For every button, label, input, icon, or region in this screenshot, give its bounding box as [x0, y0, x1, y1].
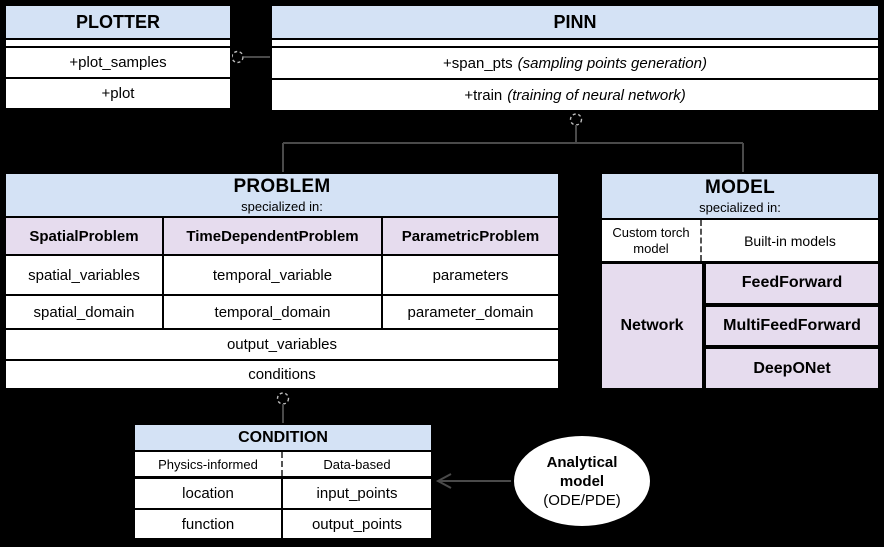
condition-row-2: function output_points — [135, 508, 431, 538]
time-dependent-problem-header: TimeDependentProblem — [164, 218, 383, 254]
method-name: +train — [464, 86, 503, 104]
spatial-problem-header: SpatialProblem — [6, 218, 164, 254]
temporal-variable-cell: temporal_variable — [164, 256, 383, 294]
condition-kind-row: Physics-informed Data-based — [135, 452, 431, 479]
pinn-class-box: PINN +span_pts (sampling points generati… — [270, 4, 880, 112]
feedforward-cell: FeedForward — [706, 264, 878, 303]
model-kind-row: Custom torch model Built-in models — [602, 220, 878, 264]
parameter-domain-cell: parameter_domain — [383, 296, 558, 328]
built-in-models-list: FeedForward MultiFeedForward DeepONet — [706, 264, 878, 389]
analytical-line-2: model — [559, 472, 605, 490]
pinn-title: PINN — [272, 6, 878, 40]
pinn-link-handle-icon — [569, 113, 583, 126]
spatial-variables-cell: spatial_variables — [6, 256, 164, 294]
input-points-cell: input_points — [283, 479, 431, 508]
parametric-problem-header: ParametricProblem — [383, 218, 558, 254]
plotter-method-plot: +plot — [6, 77, 230, 108]
model-lower-grid: Network FeedForward MultiFeedForward Dee… — [602, 264, 878, 389]
model-subtitle: specialized in: — [699, 200, 781, 215]
pinn-method-train: +train (training of neural network) — [272, 78, 878, 110]
analytical-model-ellipse: Analytical model (ODE/PDE) — [511, 433, 653, 529]
pinn-method-span-pts: +span_pts (sampling points generation) — [272, 48, 878, 78]
condition-class-box: CONDITION Physics-informed Data-based lo… — [133, 423, 433, 540]
function-cell: function — [135, 510, 283, 538]
plotter-class-box: PLOTTER +plot_samples +plot — [4, 4, 232, 110]
plotter-attributes-compartment — [6, 40, 230, 48]
custom-torch-model-cell: Custom torch model — [602, 220, 702, 261]
model-title: MODEL — [704, 177, 776, 198]
problem-link-handle-icon — [276, 392, 290, 405]
problem-domains-row: spatial_domain temporal_domain parameter… — [6, 294, 558, 328]
plotter-link-handle-icon — [231, 50, 244, 64]
problem-subclass-header-row: SpatialProblem TimeDependentProblem Para… — [6, 218, 558, 254]
physics-informed-cell: Physics-informed — [135, 452, 283, 476]
deeponet-cell: DeepONet — [706, 349, 878, 389]
problem-subtitle: specialized in: — [241, 199, 323, 214]
parameters-cell: parameters — [383, 256, 558, 294]
location-cell: location — [135, 479, 283, 508]
model-class-box: MODEL specialized in: Custom torch model… — [600, 172, 880, 390]
network-cell: Network — [602, 264, 702, 388]
multifeedforward-cell: MultiFeedForward — [706, 306, 878, 346]
data-based-cell: Data-based — [283, 452, 431, 476]
condition-title: CONDITION — [135, 425, 431, 452]
plotter-title: PLOTTER — [6, 6, 230, 40]
analytical-line-3: (ODE/PDE) — [543, 491, 621, 509]
output-variables-row: output_variables — [6, 328, 558, 359]
temporal-domain-cell: temporal_domain — [164, 296, 383, 328]
conditions-row: conditions — [6, 359, 558, 388]
problem-header: PROBLEM specialized in: — [6, 174, 558, 218]
analytical-line-1: Analytical — [546, 453, 618, 471]
method-name: +span_pts — [443, 54, 513, 72]
arrowhead-icon — [435, 473, 452, 489]
built-in-models-cell: Built-in models — [744, 232, 836, 249]
output-points-cell: output_points — [283, 510, 431, 538]
method-note: (training of neural network) — [507, 86, 686, 104]
pinn-attributes-compartment — [272, 40, 878, 48]
plotter-method-plot-samples: +plot_samples — [6, 48, 230, 77]
spatial-domain-cell: spatial_domain — [6, 296, 164, 328]
problem-variables-row: spatial_variables temporal_variable para… — [6, 254, 558, 294]
problem-class-box: PROBLEM specialized in: SpatialProblem T… — [4, 172, 560, 390]
method-note: (sampling points generation) — [517, 54, 707, 72]
condition-row-1: location input_points — [135, 479, 431, 508]
problem-title: PROBLEM — [233, 176, 331, 197]
model-header: MODEL specialized in: — [602, 174, 878, 220]
